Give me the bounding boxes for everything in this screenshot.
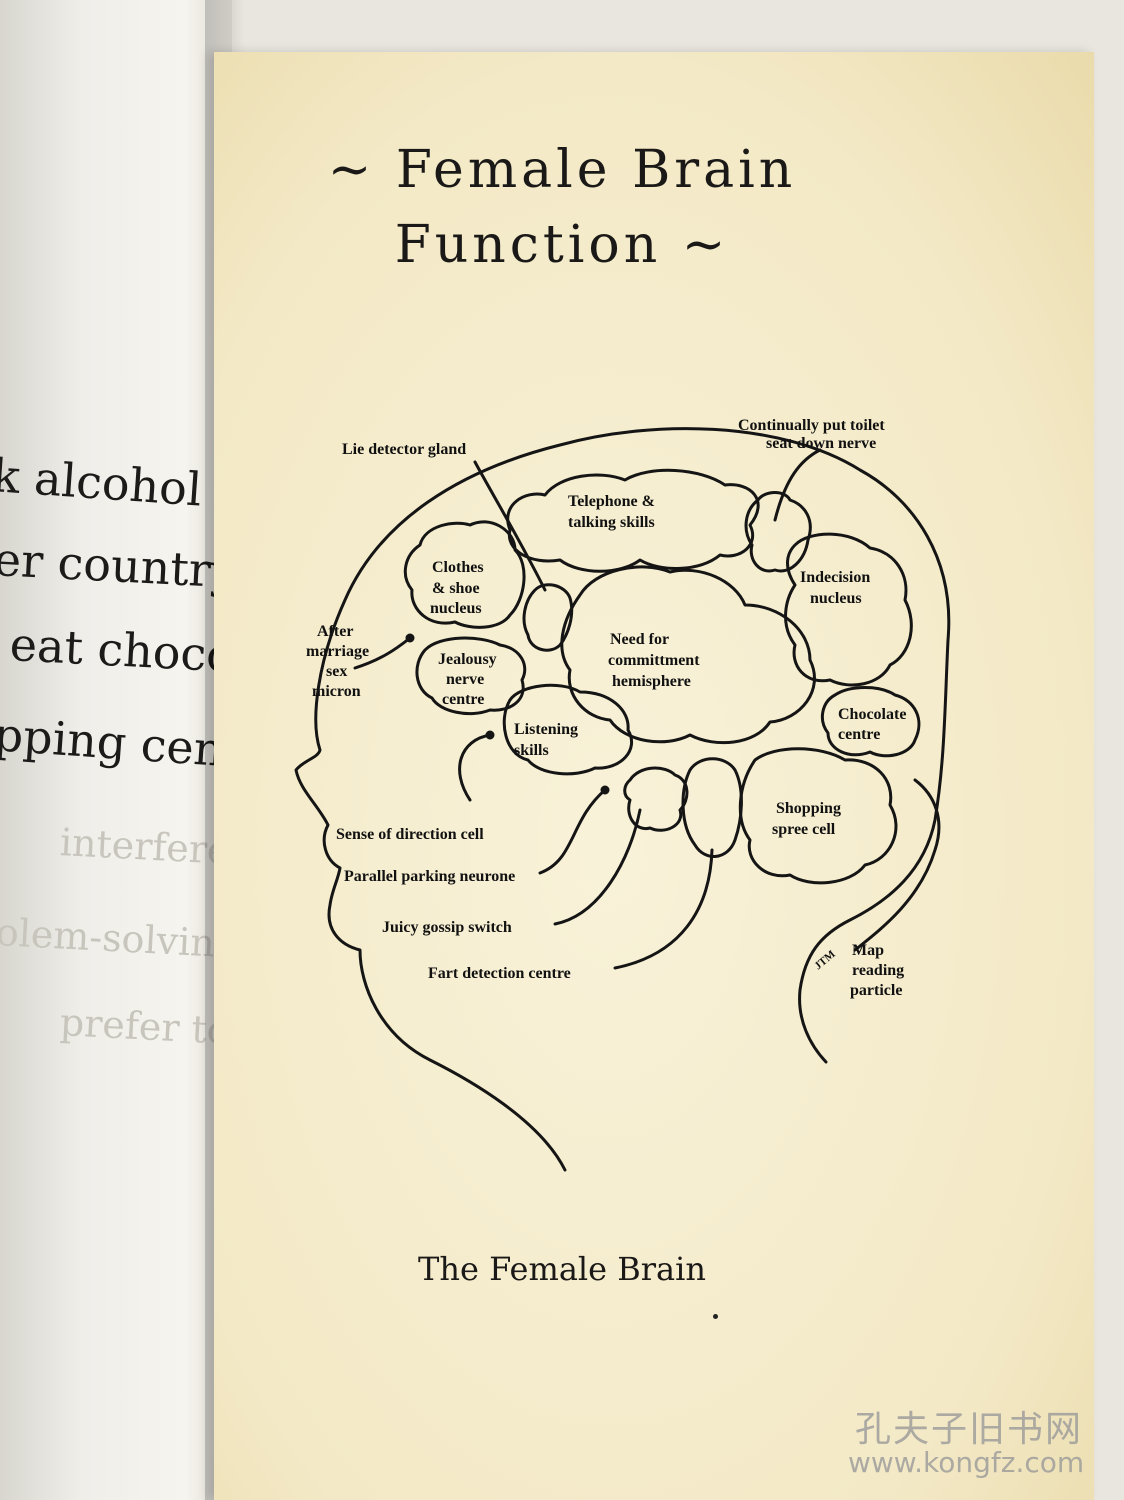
left-page: k alcohol and er country. eat chocolate … <box>0 0 232 1500</box>
label-toilet-seat-1: Continually put toilet <box>738 417 885 434</box>
head-outline <box>294 427 951 1172</box>
label-chocolate-2: centre <box>838 726 880 743</box>
arrow-after-marriage <box>353 636 412 670</box>
figure-caption: The Female Brain <box>418 1250 706 1288</box>
label-gossip: Juicy gossip switch <box>382 919 512 936</box>
label-shopping-1: Shopping <box>776 800 841 817</box>
label-commitment-2: committment <box>608 652 700 669</box>
label-telephone-1: Telephone & <box>568 493 655 510</box>
label-fart: Fart detection centre <box>428 965 571 982</box>
label-indecision-1: Indecision <box>800 569 870 586</box>
label-jealousy-3: centre <box>442 691 484 708</box>
brain-lobe-toilet <box>744 491 812 573</box>
arrow-parking <box>538 788 607 875</box>
label-parking: Parallel parking neurone <box>344 868 515 885</box>
brain-lobe-lie-detector <box>522 583 574 652</box>
right-page <box>214 52 1094 1500</box>
watermark-text: 孔夫子旧书网 <box>855 1409 1084 1450</box>
label-map-3: particle <box>850 982 902 999</box>
label-direction: Sense of direction cell <box>336 826 484 843</box>
arrow-lie-detector <box>473 460 547 592</box>
brain-lobe-clothes <box>403 520 526 629</box>
label-chocolate-1: Chocolate <box>838 706 906 723</box>
watermark-url: www.kongfz.com <box>848 1446 1085 1479</box>
label-telephone-2: talking skills <box>568 514 655 531</box>
artist-signature: JTM <box>812 948 838 973</box>
label-clothes-3: nucleus <box>430 600 482 617</box>
label-after-3: sex <box>326 663 347 680</box>
label-clothes-2: & shoe <box>432 580 480 597</box>
brain-lobe-shopping <box>738 747 898 885</box>
arrow-map <box>853 778 941 952</box>
arrow-gossip <box>553 808 642 926</box>
pin-parking <box>600 785 610 795</box>
brain-lobe-gossip <box>623 766 689 832</box>
label-clothes-1: Clothes <box>432 559 484 576</box>
label-indecision-2: nucleus <box>810 590 862 607</box>
label-shopping-2: spree cell <box>772 821 836 838</box>
label-toilet-seat-2: seat down nerve <box>766 435 876 452</box>
arrow-toilet-seat <box>773 448 822 522</box>
label-map-1: Map <box>852 942 884 959</box>
label-listening-2: skills <box>514 742 549 759</box>
arrow-fart <box>613 848 714 970</box>
label-jealousy-2: nerve <box>446 671 484 688</box>
brain-lobe-telephone <box>506 468 760 573</box>
brain-lobe-listening <box>502 683 634 776</box>
label-commitment-1: Need for <box>610 631 669 648</box>
pin-after-marriage <box>405 633 415 643</box>
label-jealousy-1: Jealousy <box>438 651 497 668</box>
brain-lobe-fart <box>681 757 743 858</box>
page-mark <box>713 1314 718 1319</box>
page-title-line-1: ~ Female Brain <box>327 140 797 200</box>
brain-lobe-indecision <box>784 532 913 687</box>
label-after-1: After <box>317 623 353 640</box>
arrow-direction <box>458 733 492 802</box>
brain-lobe-jealousy <box>415 636 527 716</box>
label-commitment-3: hemisphere <box>612 673 691 690</box>
brain-lobe-chocolate <box>820 686 921 758</box>
brain-lobe-commitment <box>560 565 816 745</box>
label-map-2: reading <box>852 962 904 979</box>
label-after-2: marriage <box>306 643 369 660</box>
label-listening-1: Listening <box>514 721 578 738</box>
page-title-line-2: Function ~ <box>394 215 730 275</box>
label-after-4: micron <box>312 683 361 700</box>
label-lie-detector: Lie detector gland <box>342 441 466 458</box>
pin-direction <box>485 730 495 740</box>
